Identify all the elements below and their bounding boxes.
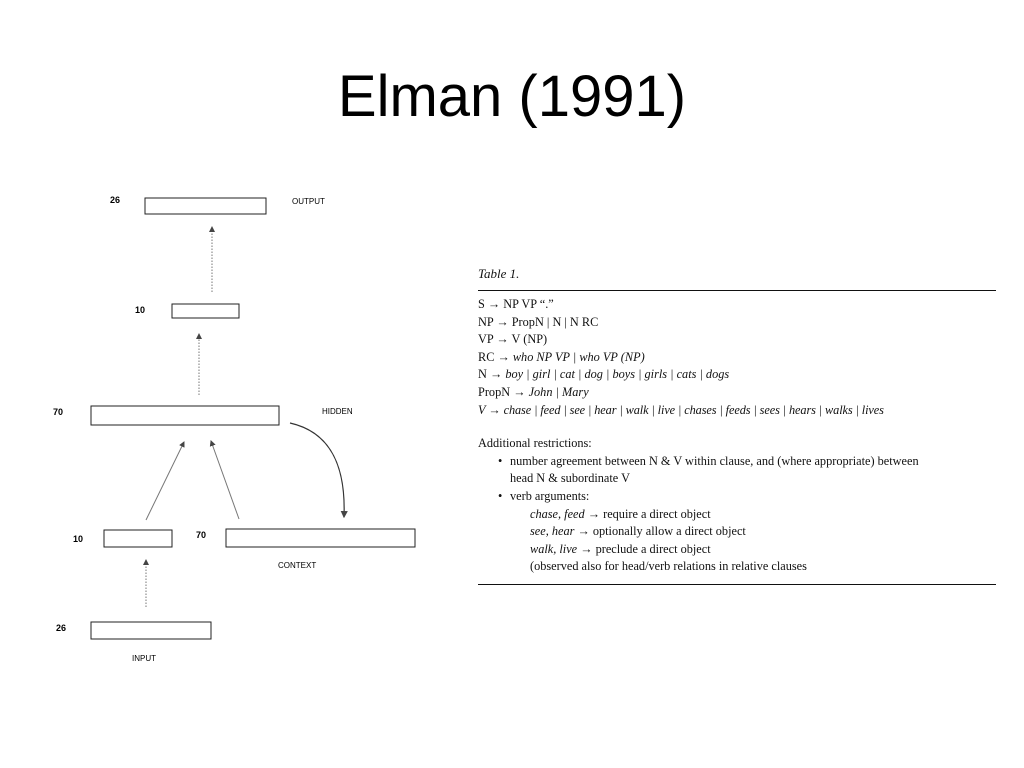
restriction-item: number agreement between N & V within cl… (478, 453, 996, 488)
grammar-rule: V → chase | feed | see | hear | walk | l… (478, 402, 884, 417)
context-layer-box (225, 528, 416, 548)
grammar-rule: RC → who NP VP | who VP (NP) (478, 349, 645, 364)
layer10-size: 10 (135, 305, 145, 315)
input-label: INPUT (132, 654, 156, 663)
grammar-rule: PropN → John | Mary (478, 384, 589, 399)
network-diagram: 26 OUTPUT 10 70 HIDDEN 10 70 CONTEXT 26 … (53, 195, 416, 663)
hidden-layer-box (90, 405, 280, 426)
grammar-rule: VP → V (NP) (478, 332, 548, 347)
output-layer-box (144, 197, 267, 215)
context-size: 70 (196, 530, 206, 540)
input10-box (103, 529, 173, 548)
restriction-note: (observed also for head/verb relations i… (530, 559, 807, 574)
grammar-rule: S → NP VP “.” (478, 297, 554, 311)
copy-arrow (289, 422, 348, 519)
grammar-rules: S → NP VP “.” NP → PropN | N | N RC VP →… (478, 291, 996, 419)
input-size: 26 (56, 623, 66, 633)
output-label: OUTPUT (292, 197, 325, 206)
restrictions-heading: Additional restrictions: (478, 436, 592, 451)
hidden-size: 70 (53, 407, 63, 417)
connection-arrow (145, 441, 185, 521)
table-caption: Table 1. (478, 266, 520, 281)
output-size: 26 (110, 195, 120, 205)
additional-restrictions: Additional restrictions: number agreemen… (478, 435, 996, 576)
grammar-table: Table 1. S → NP VP “.” NP → PropN | N | … (478, 266, 996, 585)
hidden-label: HIDDEN (322, 407, 353, 416)
connection-arrow (209, 440, 240, 520)
table-top-rule (478, 290, 996, 291)
input10-size: 10 (73, 534, 83, 544)
grammar-rule: N → boy | girl | cat | dog | boys | girl… (478, 367, 730, 382)
input-layer-box (90, 621, 212, 640)
slide-title: Elman (1991) (337, 64, 687, 129)
verb-argument-line: chase, feed → require a direct object (530, 506, 711, 521)
context-label: CONTEXT (278, 561, 316, 570)
restriction-item: verb arguments: (478, 488, 996, 506)
grammar-rule: NP → PropN | N | N RC (478, 314, 599, 329)
verb-argument-line: see, hear → optionally allow a direct ob… (530, 524, 746, 539)
layer10-box (171, 303, 240, 319)
table-bottom-rule (478, 583, 996, 585)
verb-argument-line: walk, live → preclude a direct object (530, 541, 711, 556)
